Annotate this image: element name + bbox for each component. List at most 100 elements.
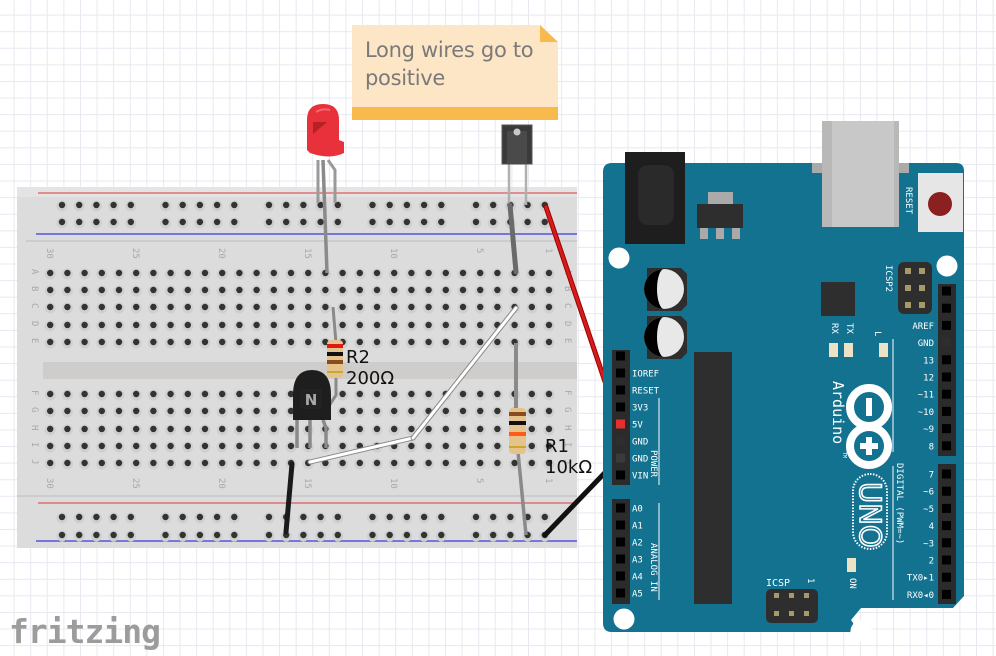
analog-pin[interactable] bbox=[616, 520, 625, 530]
breadboard-hole[interactable] bbox=[236, 303, 243, 311]
breadboard-hole[interactable] bbox=[459, 321, 467, 329]
breadboard-hole[interactable] bbox=[270, 321, 277, 329]
breadboard-hole[interactable] bbox=[322, 459, 329, 467]
breadboard-hole[interactable] bbox=[162, 513, 169, 521]
breadboard-hole[interactable] bbox=[167, 459, 174, 467]
breadboard-hole[interactable] bbox=[528, 407, 535, 415]
breadboard-hole[interactable] bbox=[477, 338, 484, 346]
breadboard-hole[interactable] bbox=[231, 531, 238, 539]
breadboard-hole[interactable] bbox=[231, 513, 238, 521]
breadboard-hole[interactable] bbox=[334, 218, 341, 226]
breadboard-hole[interactable] bbox=[213, 218, 221, 226]
breadboard-hole[interactable] bbox=[150, 407, 157, 415]
breadboard-hole[interactable] bbox=[81, 407, 88, 415]
breadboard-hole[interactable] bbox=[98, 407, 106, 415]
breadboard-hole[interactable] bbox=[524, 218, 531, 226]
breadboard-hole[interactable] bbox=[545, 407, 553, 415]
breadboard-hole[interactable] bbox=[391, 459, 398, 467]
breadboard-hole[interactable] bbox=[356, 321, 363, 329]
breadboard-hole[interactable] bbox=[253, 407, 260, 415]
breadboard-hole[interactable] bbox=[196, 531, 204, 539]
breadboard-hole[interactable] bbox=[442, 442, 449, 450]
breadboard-hole[interactable] bbox=[541, 513, 548, 521]
breadboard-hole[interactable] bbox=[150, 286, 157, 294]
breadboard-hole[interactable] bbox=[408, 286, 415, 294]
breadboard-hole[interactable] bbox=[167, 269, 174, 277]
breadboard-hole[interactable] bbox=[442, 407, 449, 415]
power-pin[interactable] bbox=[616, 385, 625, 395]
breadboard-hole[interactable] bbox=[270, 442, 277, 450]
breadboard-hole[interactable] bbox=[201, 390, 209, 398]
breadboard-hole[interactable] bbox=[127, 513, 134, 521]
breadboard-hole[interactable] bbox=[64, 269, 71, 277]
breadboard-hole[interactable] bbox=[47, 269, 54, 277]
breadboard-hole[interactable] bbox=[213, 513, 221, 521]
breadboard-hole[interactable] bbox=[420, 531, 428, 539]
breadboard-hole[interactable] bbox=[408, 407, 415, 415]
breadboard-hole[interactable] bbox=[442, 321, 449, 329]
breadboard-hole[interactable] bbox=[477, 303, 484, 311]
breadboard-hole[interactable] bbox=[81, 269, 88, 277]
breadboard-hole[interactable] bbox=[133, 442, 140, 450]
breadboard-hole[interactable] bbox=[300, 201, 307, 209]
breadboard-hole[interactable] bbox=[408, 425, 415, 433]
breadboard-hole[interactable] bbox=[369, 513, 376, 521]
breadboard-hole[interactable] bbox=[231, 201, 238, 209]
breadboard-hole[interactable] bbox=[201, 321, 209, 329]
breadboard-hole[interactable] bbox=[438, 531, 445, 539]
breadboard-hole[interactable] bbox=[425, 425, 432, 433]
breadboard-hole[interactable] bbox=[403, 531, 411, 539]
breadboard-hole[interactable] bbox=[184, 459, 191, 467]
breadboard-hole[interactable] bbox=[167, 390, 174, 398]
breadboard-hole[interactable] bbox=[334, 513, 341, 521]
breadboard-hole[interactable] bbox=[201, 425, 209, 433]
red-led[interactable] bbox=[307, 104, 344, 274]
breadboard-hole[interactable] bbox=[339, 390, 346, 398]
breadboard-hole[interactable] bbox=[115, 269, 123, 277]
breadboard-hole[interactable] bbox=[133, 459, 140, 467]
breadboard-hole[interactable] bbox=[477, 390, 484, 398]
breadboard-hole[interactable] bbox=[373, 303, 381, 311]
digital-pin[interactable] bbox=[942, 555, 951, 565]
breadboard-hole[interactable] bbox=[477, 407, 484, 415]
breadboard-hole[interactable] bbox=[408, 269, 415, 277]
breadboard-hole[interactable] bbox=[58, 513, 66, 521]
breadboard-hole[interactable] bbox=[184, 425, 191, 433]
breadboard-hole[interactable] bbox=[425, 338, 432, 346]
breadboard-hole[interactable] bbox=[64, 321, 71, 329]
breadboard-hole[interactable] bbox=[236, 390, 243, 398]
breadboard-hole[interactable] bbox=[386, 531, 393, 539]
breadboard-hole[interactable] bbox=[219, 321, 226, 329]
breadboard-hole[interactable] bbox=[64, 407, 71, 415]
icsp2-header[interactable] bbox=[898, 262, 932, 314]
breadboard-hole[interactable] bbox=[270, 407, 277, 415]
breadboard-hole[interactable] bbox=[494, 425, 501, 433]
breadboard-hole[interactable] bbox=[305, 269, 312, 277]
breadboard-hole[interactable] bbox=[110, 531, 117, 539]
breadboard-hole[interactable] bbox=[300, 218, 307, 226]
digital-pin[interactable] bbox=[942, 406, 951, 416]
breadboard-hole[interactable] bbox=[236, 407, 243, 415]
breadboard-hole[interactable] bbox=[115, 425, 123, 433]
breadboard-hole[interactable] bbox=[545, 338, 553, 346]
breadboard-hole[interactable] bbox=[305, 321, 312, 329]
breadboard-hole[interactable] bbox=[442, 286, 449, 294]
breadboard-hole[interactable] bbox=[219, 338, 226, 346]
breadboard-hole[interactable] bbox=[391, 303, 398, 311]
breadboard-hole[interactable] bbox=[98, 442, 106, 450]
breadboard-hole[interactable] bbox=[213, 531, 221, 539]
breadboard-hole[interactable] bbox=[236, 459, 243, 467]
breadboard-hole[interactable] bbox=[167, 303, 174, 311]
breadboard-hole[interactable] bbox=[253, 303, 260, 311]
breadboard-hole[interactable] bbox=[373, 390, 381, 398]
breadboard-hole[interactable] bbox=[184, 286, 191, 294]
breadboard-hole[interactable] bbox=[253, 442, 260, 450]
sticky-note[interactable]: Long wires go to positive bbox=[352, 25, 558, 120]
breadboard-hole[interactable] bbox=[459, 425, 467, 433]
breadboard-hole[interactable] bbox=[339, 442, 346, 450]
breadboard-hole[interactable] bbox=[133, 286, 140, 294]
power-pin[interactable] bbox=[616, 436, 625, 446]
breadboard-hole[interactable] bbox=[162, 218, 169, 226]
breadboard-hole[interactable] bbox=[408, 390, 415, 398]
breadboard-hole[interactable] bbox=[162, 531, 169, 539]
